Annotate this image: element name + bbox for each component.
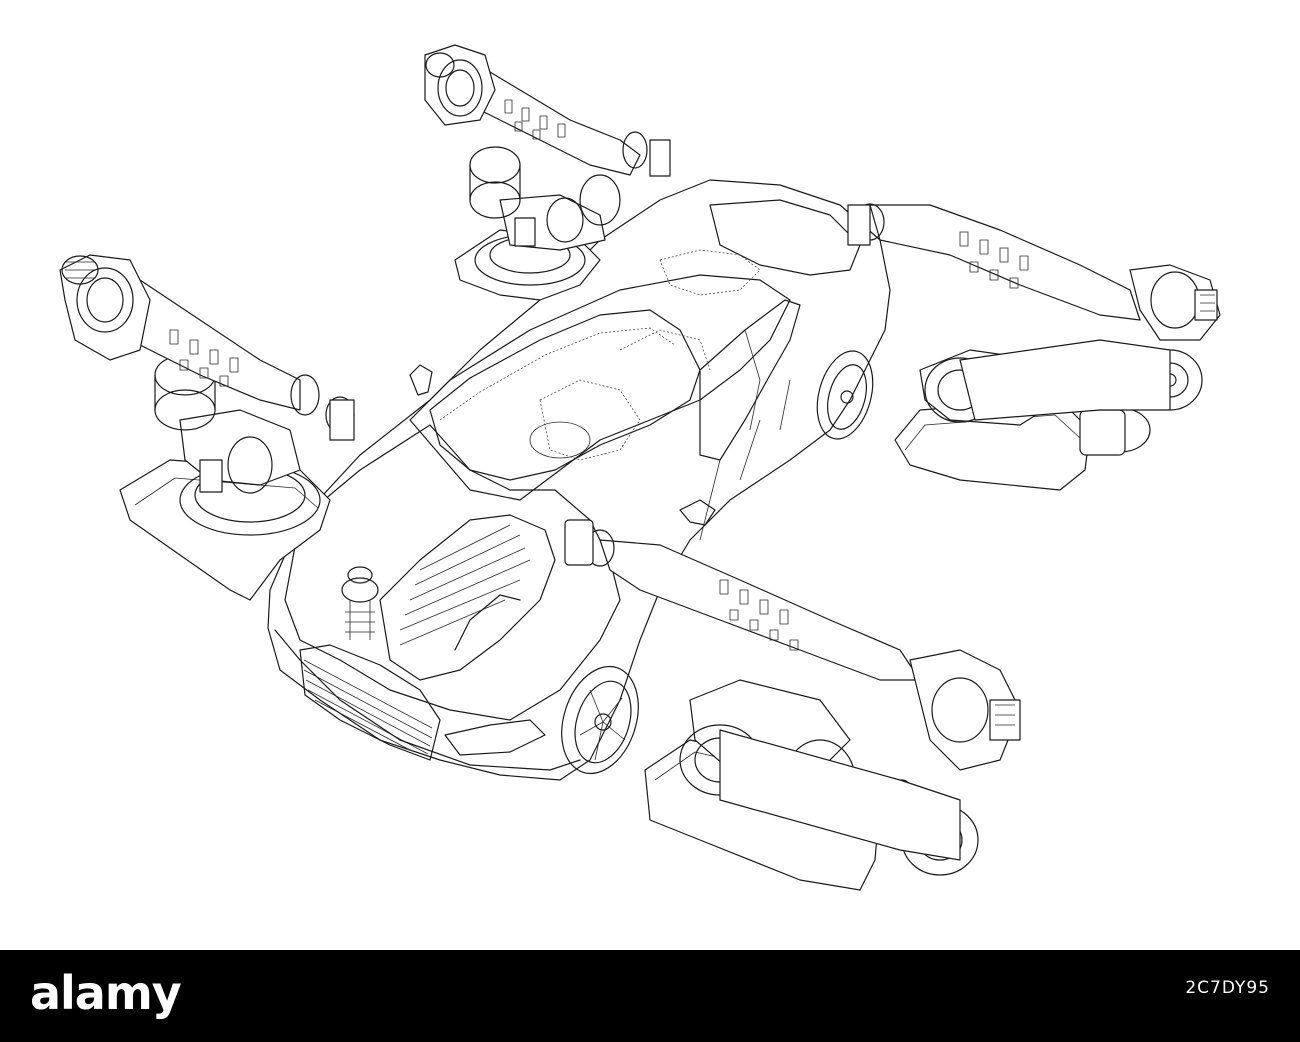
robot-arm-right — [847, 203, 1221, 491]
front-wheel — [561, 665, 639, 775]
image-id: 2C7DY95 — [1185, 978, 1270, 998]
brand-logo: alamy — [30, 966, 182, 1020]
watermark-bar: alamy 2C7DY95 — [0, 950, 1300, 1042]
robot-arm-bottom — [564, 519, 1021, 891]
robot-arm-left — [59, 254, 355, 601]
car-wireframe — [267, 179, 891, 781]
rear-wheel — [816, 350, 874, 440]
robot-arm-top — [424, 44, 671, 301]
engine-block — [341, 514, 556, 681]
wireframe-illustration — [59, 44, 1221, 891]
